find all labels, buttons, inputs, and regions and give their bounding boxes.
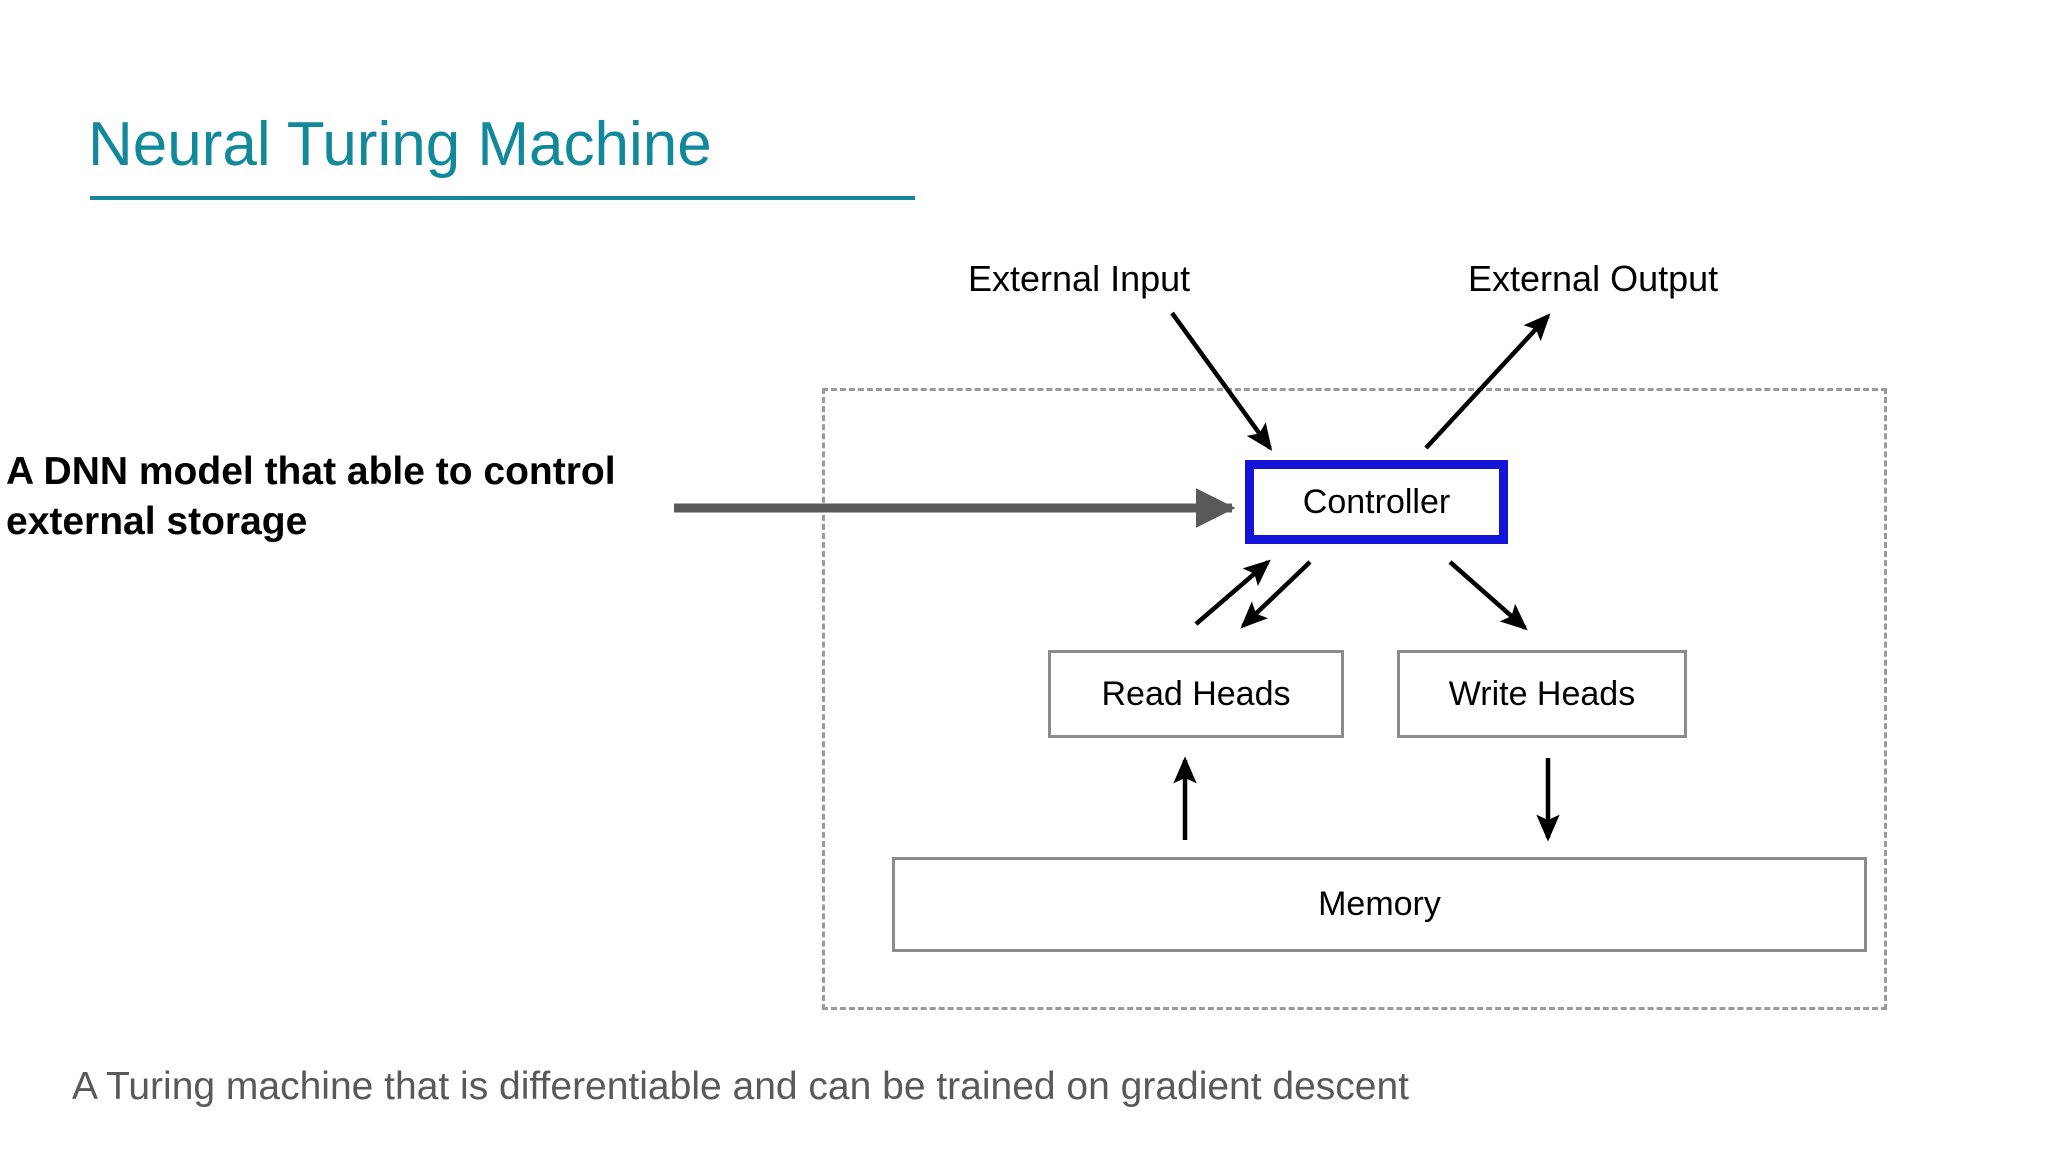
node-controller: Controller: [1245, 460, 1508, 544]
node-write-heads-label: Write Heads: [1448, 674, 1636, 713]
caption-text: A Turing machine that is differentiable …: [72, 1065, 1410, 1108]
page-title-underline: [90, 196, 915, 200]
arrow-external-output: [1424, 313, 1551, 450]
node-read-heads-label: Read Heads: [1101, 674, 1291, 713]
ntm-boundary: [822, 388, 1887, 1010]
external-input-label: External Input: [968, 258, 1191, 299]
external-output-label: External Output: [1468, 258, 1719, 299]
node-write-heads: Write Heads: [1397, 650, 1687, 738]
page-title: Neural Turing Machine: [88, 110, 712, 179]
node-memory-label: Memory: [1318, 885, 1441, 923]
arrow-controller-to-write-heads: [1448, 560, 1528, 631]
node-memory: Memory: [892, 857, 1867, 952]
arrow-external-input: [1170, 311, 1273, 451]
callout-text: A DNN model that able to control externa…: [6, 450, 616, 543]
arrow-controller-to-read-heads: [1240, 560, 1312, 629]
node-controller-label: Controller: [1302, 482, 1451, 521]
arrow-read-heads-to-controller: [1194, 559, 1271, 626]
node-read-heads: Read Heads: [1048, 650, 1344, 738]
